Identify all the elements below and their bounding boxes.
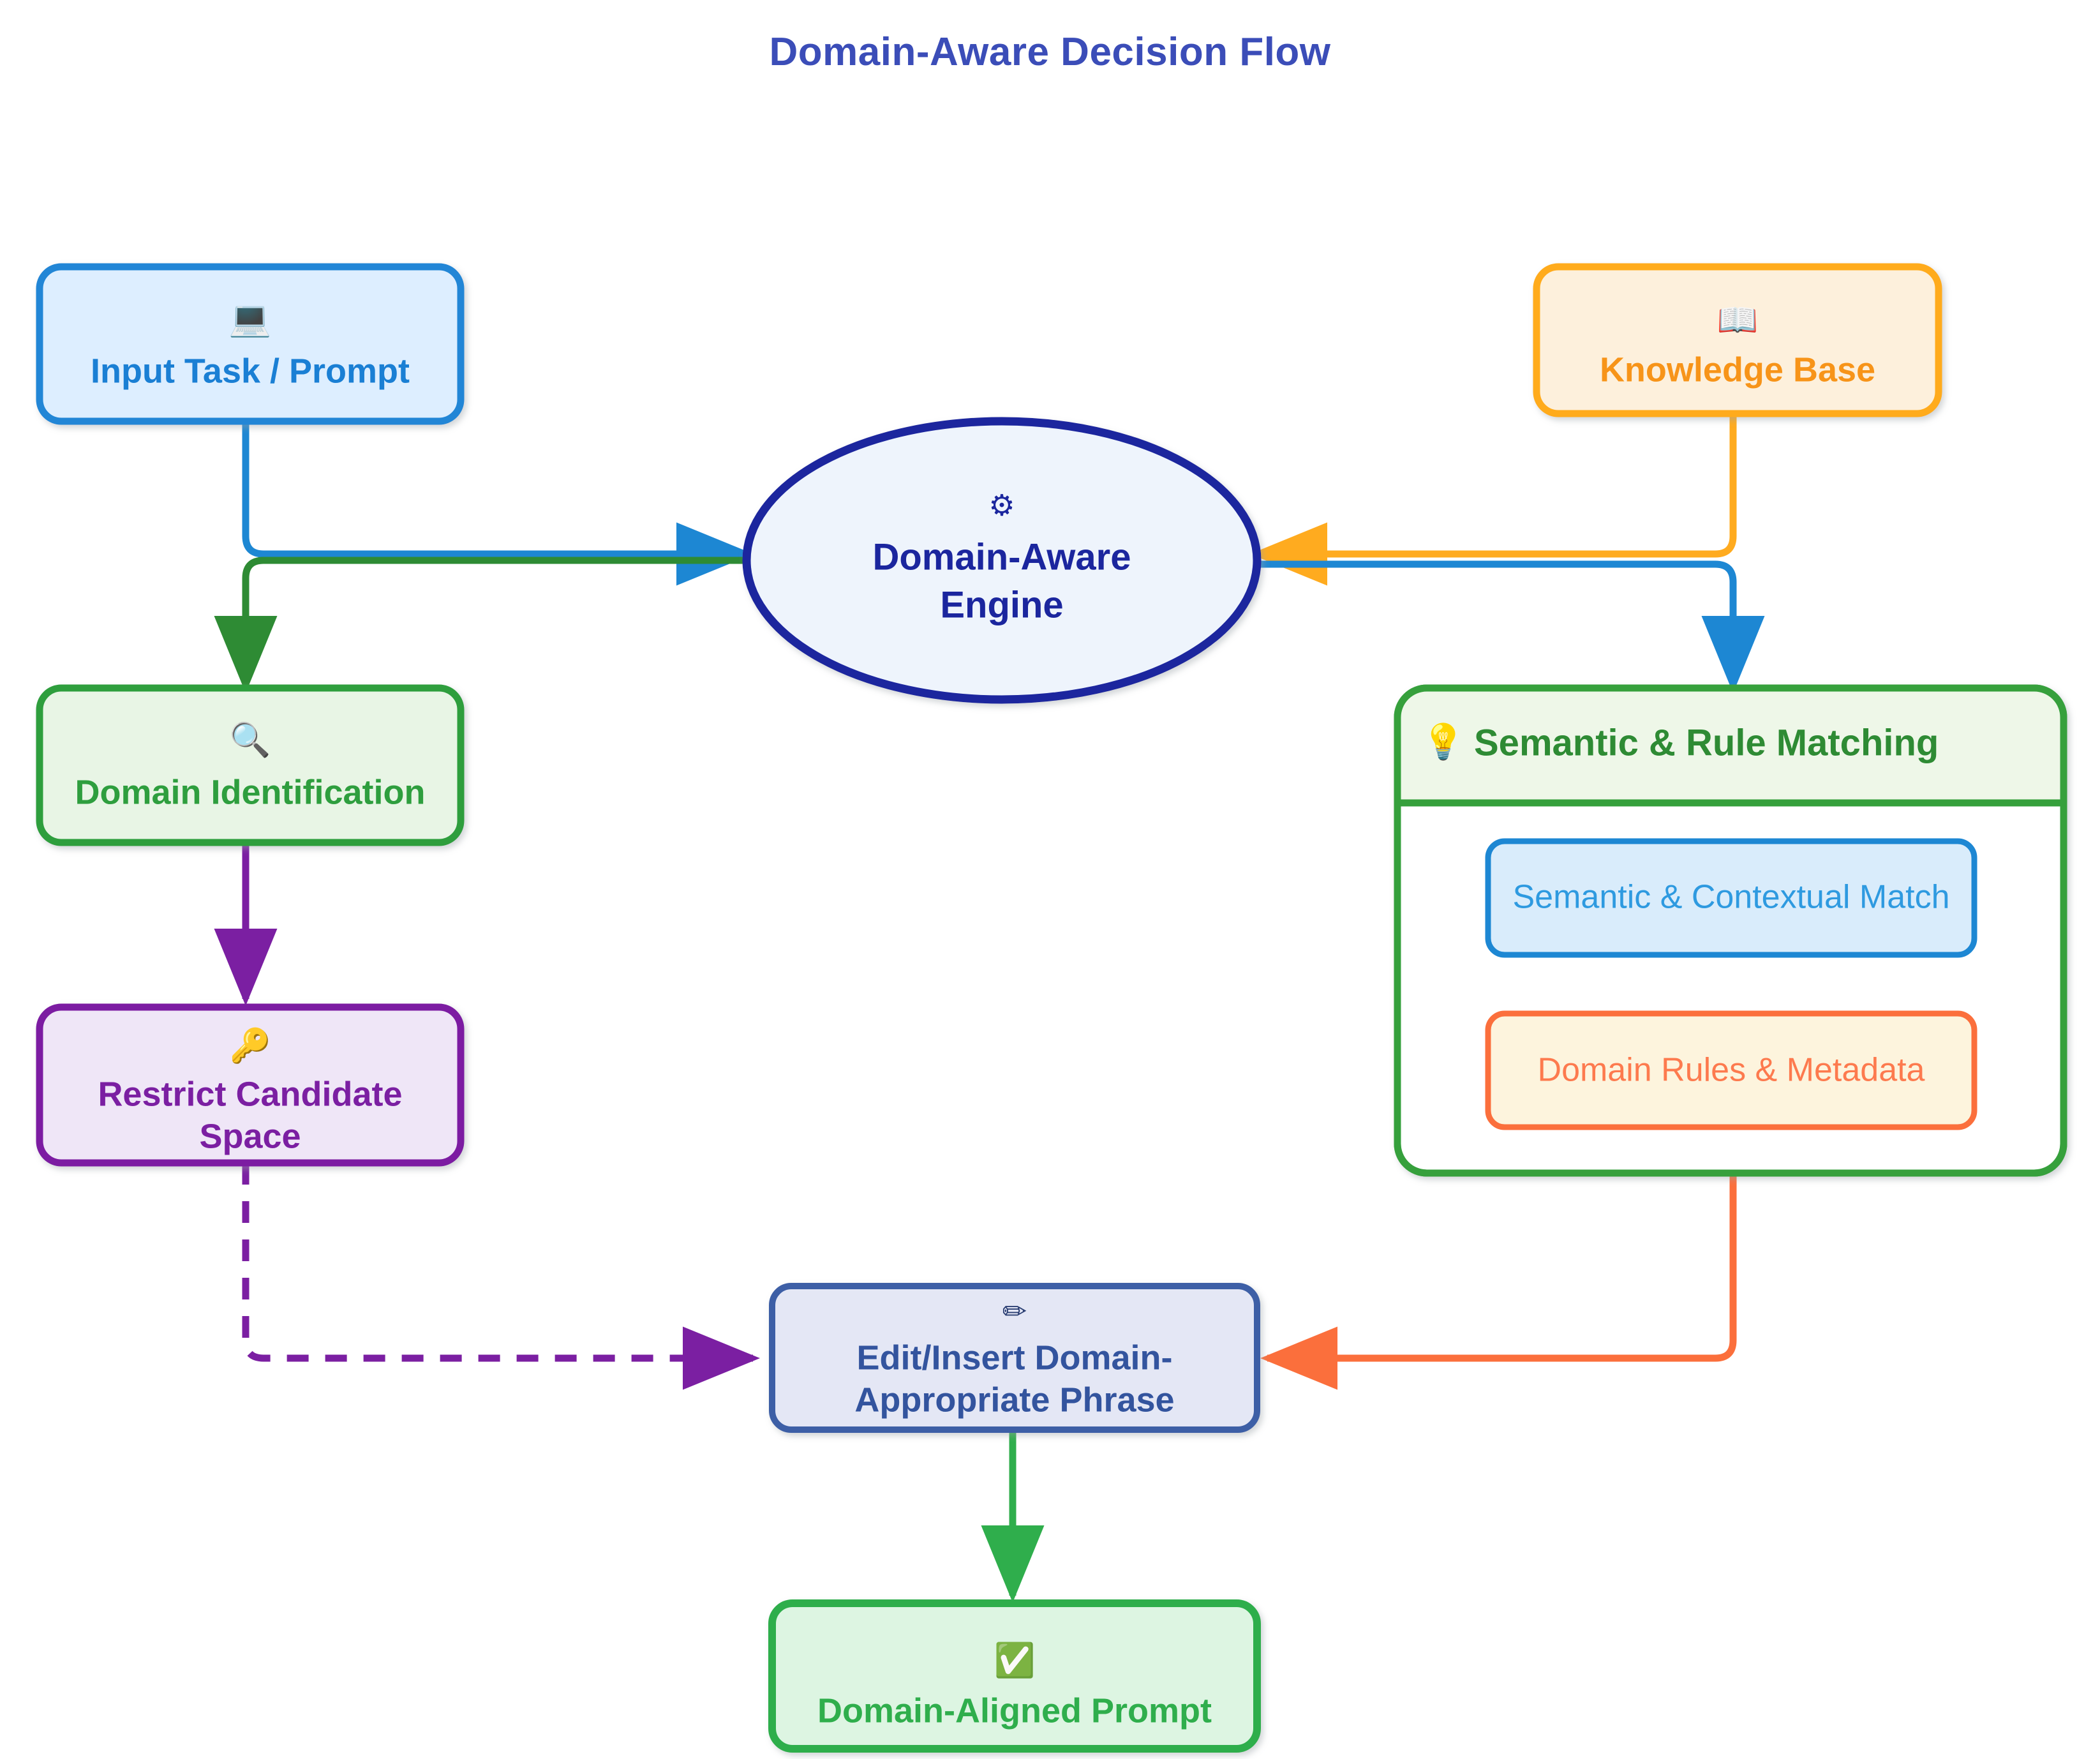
node-restrict-label-line2: Space: [199, 1117, 301, 1155]
node-engine-shape: [742, 417, 1262, 704]
edge-input-to-engine: [242, 421, 754, 586]
node-restrict-candidate-space[interactable]: 🔑 Restrict Candidate Space: [36, 1003, 465, 1167]
node-input-task-prompt[interactable]: 💻 Input Task / Prompt: [36, 263, 465, 425]
node-input-shape: [36, 263, 465, 425]
key-icon: 🔑: [230, 1026, 271, 1065]
node-knowledge-base-label: Knowledge Base: [1600, 350, 1875, 389]
node-domain-aligned-prompt[interactable]: ✅ Domain-Aligned Prompt: [768, 1599, 1261, 1753]
page-title: Domain-Aware Decision Flow: [769, 30, 1331, 74]
node-knowledge-base-shape: [1533, 263, 1942, 417]
node-domain-identification-label: Domain Identification: [75, 773, 425, 811]
node-semantic-match-label: Semantic & Contextual Match: [1513, 879, 1950, 916]
node-aligned-shape: [768, 1599, 1261, 1753]
pencil-icon: ✏: [1002, 1294, 1027, 1329]
edge-matching-group-to-edit: [1260, 1173, 1737, 1390]
node-edit-label-line2: Appropriate Phrase: [854, 1381, 1174, 1419]
light-bulb-icon: 💡: [1422, 722, 1464, 762]
node-engine-label-line1: Domain-Aware: [872, 536, 1131, 578]
magnifier-icon: 🔍: [230, 719, 271, 760]
node-domain-aware-engine[interactable]: ⚙ Domain-Aware Engine: [742, 417, 1262, 704]
gear-icon: ⚙: [988, 488, 1015, 523]
node-edit-insert-phrase[interactable]: ✏ Edit/Insert Domain- Appropriate Phrase: [769, 1283, 1260, 1433]
check-mark-icon: ✅: [994, 1641, 1036, 1680]
node-knowledge-base[interactable]: 📖 Knowledge Base: [1533, 263, 1942, 417]
node-engine-label-line2: Engine: [940, 584, 1063, 625]
edge-engine-to-matching-group: [1252, 560, 1765, 693]
subgraph-border: [1394, 684, 2067, 1177]
node-domain-rules-metadata[interactable]: Domain Rules & Metadata: [1485, 1010, 1977, 1130]
subgraph-header-band: [1397, 688, 2064, 803]
node-domain-rules-label: Domain Rules & Metadata: [1538, 1052, 1925, 1089]
laptop-icon: 💻: [228, 299, 271, 339]
node-domain-rules-shape: [1485, 1010, 1977, 1130]
node-input-label: Input Task / Prompt: [91, 352, 410, 390]
node-aligned-label: Domain-Aligned Prompt: [817, 1691, 1212, 1730]
edge-knowledge-base-to-engine: [1250, 414, 1737, 586]
edge-input-to-domain-identification: [214, 557, 752, 693]
node-restrict-shape: [36, 1003, 465, 1167]
node-edit-shape: [769, 1283, 1260, 1433]
subgraph-title: Semantic & Rule Matching: [1474, 722, 1939, 763]
edge-restrict-to-edit: [242, 1163, 760, 1390]
node-edit-label-line1: Edit/Insert Domain-: [856, 1338, 1172, 1377]
node-domain-identification[interactable]: 🔍 Domain Identification: [36, 684, 465, 846]
open-book-icon: 📖: [1717, 301, 1759, 340]
node-semantic-match-shape: [1485, 838, 1977, 958]
node-semantic-contextual-match[interactable]: Semantic & Contextual Match: [1485, 838, 1977, 958]
node-restrict-label-line1: Restrict Candidate: [98, 1075, 402, 1113]
node-domain-identification-shape: [36, 684, 465, 846]
